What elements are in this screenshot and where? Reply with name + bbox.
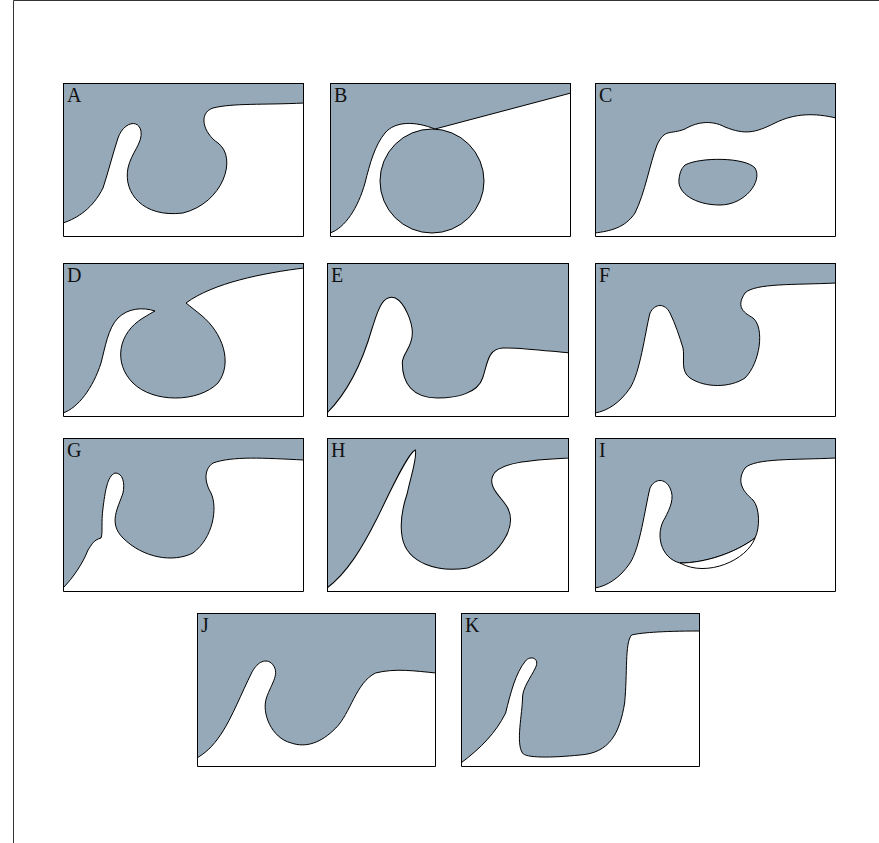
panel-letter: F	[599, 264, 610, 286]
figure-panel: H	[327, 438, 569, 592]
wave-panel	[63, 83, 304, 237]
panel-letter: K	[465, 614, 479, 636]
figure-panel: J	[197, 613, 436, 767]
panel-letter: E	[331, 264, 343, 286]
wave-panel	[63, 438, 304, 592]
page-frame	[14, 1, 879, 843]
panel-letter: D	[67, 264, 81, 286]
wave-panel	[63, 263, 304, 417]
wave-panel	[327, 438, 569, 592]
panel-letter: C	[599, 84, 612, 106]
figure-panel: C	[595, 83, 836, 237]
figure-panel: K	[461, 613, 700, 767]
wave-panel	[595, 83, 836, 237]
wave-panel	[327, 263, 569, 417]
wave-panel	[595, 438, 836, 592]
panel-letter: H	[331, 439, 345, 461]
figure-panel: A	[63, 83, 304, 237]
panel-letter: G	[67, 439, 81, 461]
wave-panel	[197, 613, 436, 767]
figure-panel: E	[327, 263, 569, 417]
panel-letter: A	[67, 84, 81, 106]
wave-panel	[330, 83, 571, 237]
figure-panel: B	[330, 83, 571, 237]
panel-letter: J	[201, 614, 209, 636]
figure-panel: I	[595, 438, 836, 592]
wave-panel	[461, 613, 700, 767]
figure-panel: G	[63, 438, 304, 592]
figure-panel: F	[595, 263, 836, 417]
wave-panel	[595, 263, 836, 417]
panel-letter: B	[334, 84, 347, 106]
figure-panel: D	[63, 263, 304, 417]
panel-letter: I	[599, 439, 606, 461]
